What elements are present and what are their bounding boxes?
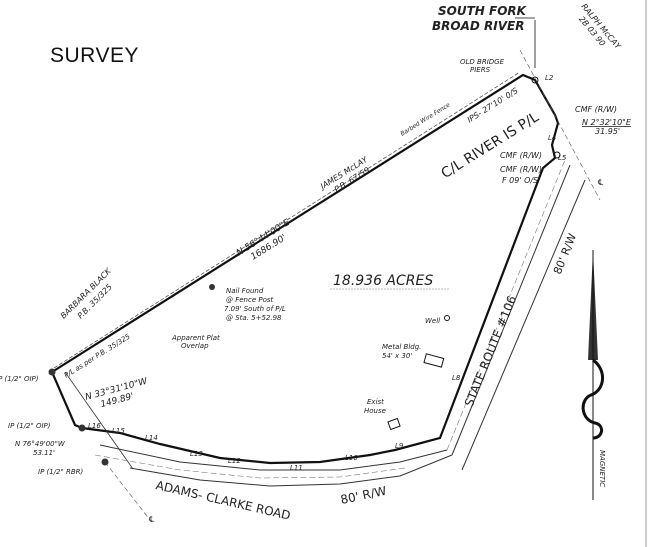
iron-pin-marker [48,368,56,376]
segment-label: L4 [548,134,556,142]
existing-house [387,417,401,431]
acreage-label: 18.936 ACRES [333,273,433,289]
cmf-label: CMF (R/W) [575,105,617,114]
iron-pin-marker [78,424,86,432]
fence-line [53,71,521,369]
river-label: SOUTH FORK BROAD RIVER [432,4,528,33]
well-marker [444,315,450,321]
page-title: SURVEY [50,44,139,67]
segment-label: L10 [345,454,358,462]
metal-building [423,353,445,368]
adams-clarke-road-edge [99,444,448,471]
adams-clarke-road-rw [94,454,406,479]
owner-west-label: BARBARA BLACK P.B. 35/325 [59,266,114,320]
svg-text:SOUTH FORK: SOUTH FORK [438,4,528,18]
route-rw-label: 80' R/W [551,232,579,277]
centerline-mark: ℄ [597,178,604,187]
apparent-overlap-note: Apparent Plat Overlap [171,334,220,350]
svg-text:BROAD RIVER: BROAD RIVER [432,19,524,33]
svg-text:Apparent Plat: Apparent Plat [171,334,220,342]
segment-label: L11 [290,464,303,472]
centerline-mark: ℄ [148,515,155,524]
ip-label: IP (1/2" RBR) [38,468,83,476]
segment-labels: L2 L4 L5 L8 L9 L10 L11 L12 L13 L14 L15 L… [88,74,567,472]
cmf-label: CMF (R/W) [500,165,542,174]
house-label: Exist [367,398,384,406]
svg-text:Nail Found: Nail Found [226,287,264,295]
corner-marker [531,76,539,84]
segment-label: L9 [395,442,404,450]
iron-pin-marker [101,458,109,466]
owner-ne-label: RALPH McCAY 2B 03 90 [577,2,623,52]
svg-text:@ Fence Post: @ Fence Post [226,296,274,304]
pl-note: P/L as per P.B. 35/325 [63,332,132,379]
route-106-edge [451,164,571,456]
river-centerline [519,49,601,201]
svg-text:PIERS: PIERS [470,66,491,74]
segment-label: L5 [558,154,567,162]
nail-marker [209,284,215,290]
svg-text:@ Sta. 5+52.98: @ Sta. 5+52.98 [226,314,282,322]
svg-text:Overlap: Overlap [181,342,209,350]
bearing-label: N 2°32'10"E [582,118,632,127]
parcel-boundary [50,73,560,465]
old-bridge-label: OLD BRIDGE PIERS [460,58,505,74]
segment-label: L16 [88,422,101,430]
segment-label: L12 [228,457,241,465]
nail-note: Nail Found @ Fence Post 7.09' South of P… [224,287,286,322]
well-label: Well [425,317,440,325]
road-name: ADAMS- CLARKE ROAD [154,478,291,523]
route-label: STATE ROUTE #106 [462,294,519,409]
distance-label: 31.95' [595,127,620,136]
metal-bldg-size: 54' x 30' [382,352,412,360]
corner-marker [553,151,561,159]
offset-label: F 09' O/S [502,176,538,185]
distance-label: 53.11' [33,449,55,457]
segment-label: L14 [145,434,158,442]
svg-text:7.09' South of P/L: 7.09' South of P/L [224,305,286,313]
road-rw-label: 80' R/W [339,484,388,507]
reference-line [104,461,151,521]
main-bearing-label: N 56°44'00"E 1686.90' [235,218,292,263]
owner-north-label: JAMES McLAY P.B. 67/59 [317,154,371,194]
ip-label: IP (1/2" OIP) [8,422,51,430]
route-106-edge [461,179,586,471]
segment-label: L13 [190,450,203,458]
house-label: House [364,407,386,415]
segment-label: L15 [112,427,125,435]
north-arrow [581,250,604,500]
bearing-label: N 76°49'00"W [15,440,66,448]
svg-text:OLD BRIDGE: OLD BRIDGE [460,58,505,66]
metal-bldg-label: Metal Bldg. [382,343,421,351]
west-bearing-label: N 33°31'10"W 149.89' [84,376,149,410]
magnetic-label: MAGNETIC [598,450,606,487]
apparent-property-line [64,371,134,470]
route-106-rw [446,159,566,451]
segment-label: L2 [545,74,554,82]
adams-clarke-road-edge [129,454,453,487]
segment-label: L8 [452,374,461,382]
ip-label: IP (1/2" OIP) [0,375,39,383]
cmf-label: CMF (R/W) [500,151,542,160]
